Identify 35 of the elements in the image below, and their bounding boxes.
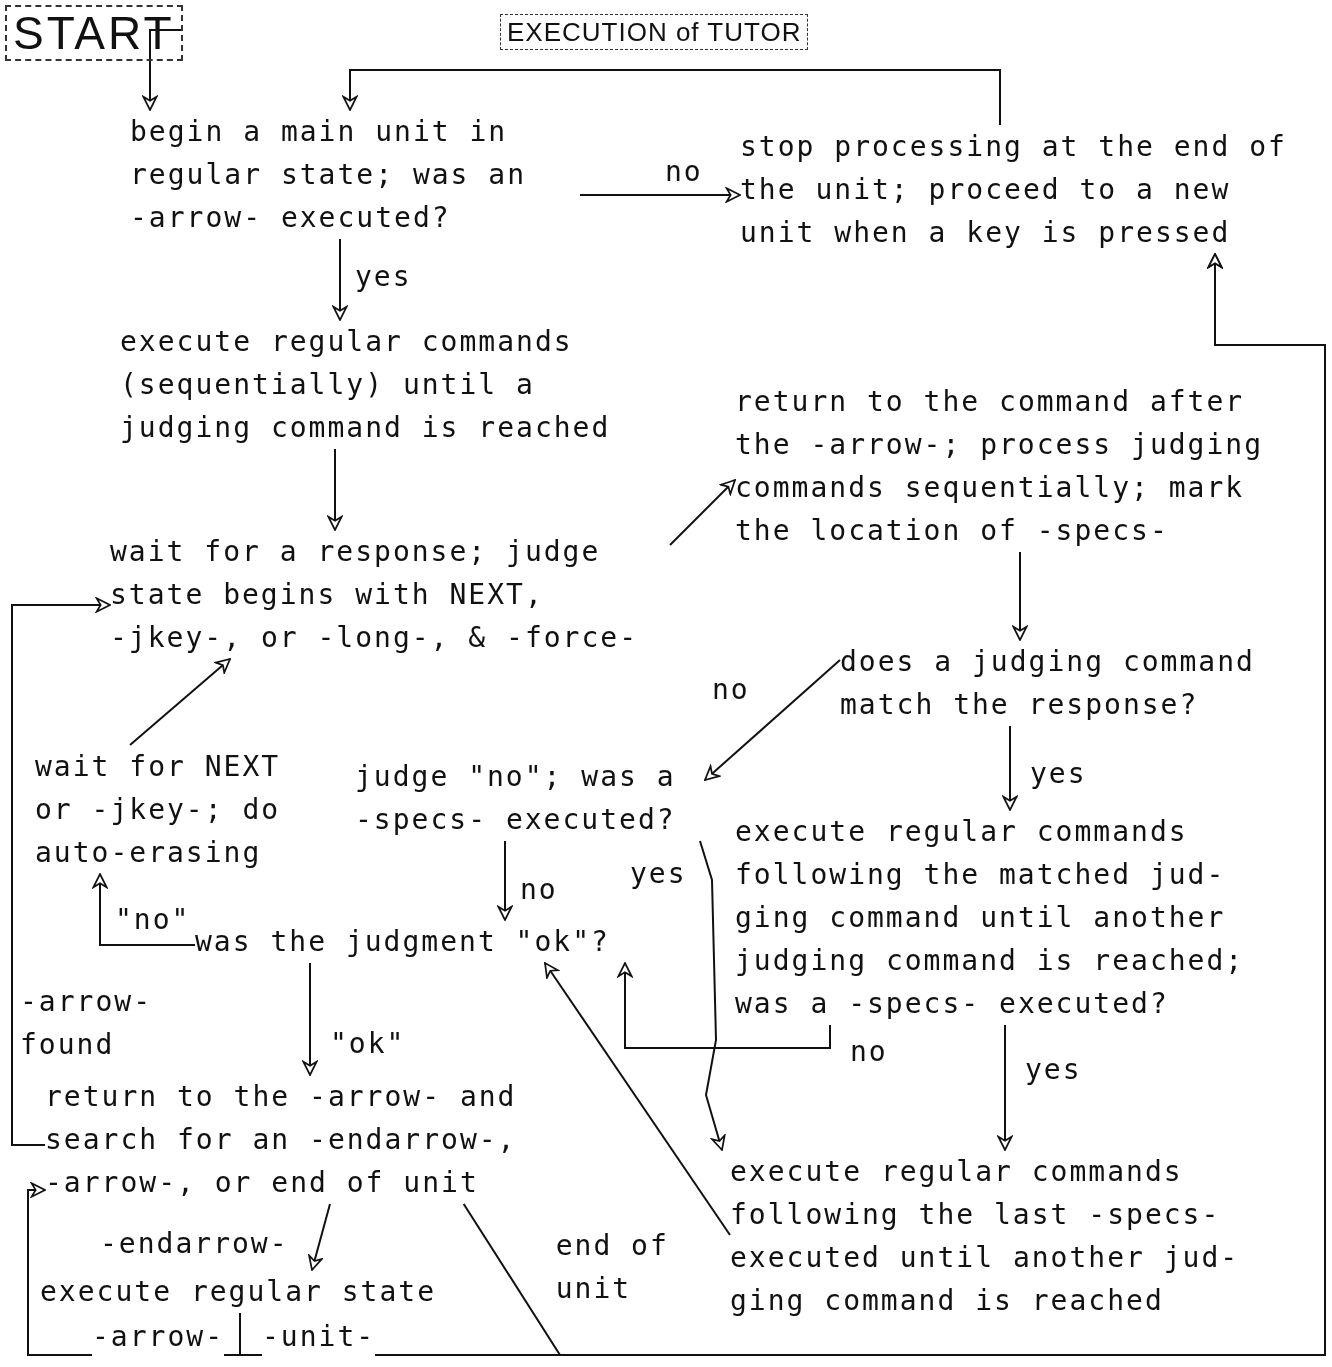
step-text: execute regular commands (sequentially) until a judging command is reached — [120, 324, 612, 446]
arrow — [11, 597, 111, 1146]
title: EXECUTION of TUTOR — [500, 14, 809, 50]
arrow — [997, 1024, 1013, 1151]
start-box: START — [5, 5, 183, 61]
step-text: execute regular state — [40, 1274, 438, 1310]
arrow — [1012, 551, 1028, 641]
step-text: stop processing at the end of the unit; proceed to a new unit when a key is pressed — [740, 129, 1288, 251]
arrow — [669, 479, 736, 546]
step-text: execute regular commands following the matched jud- ging command until another judging command is reached; was a -specs- executed? — [735, 814, 1246, 1022]
arrow — [579, 187, 741, 203]
step-text: begin a main unit in regular state; was an -arrow- executed? — [130, 114, 528, 236]
arrow — [332, 238, 348, 321]
arrow — [544, 962, 731, 1236]
arrow — [92, 873, 196, 946]
arrow — [308, 1203, 331, 1271]
arrow — [239, 253, 1326, 1356]
arrow — [704, 659, 841, 781]
arrow — [302, 962, 318, 1076]
arrow — [142, 29, 184, 111]
step-text: wait for a response; judge state begins with NEXT, -jkey-, or -long-, & -force- — [110, 534, 640, 656]
arrow — [129, 658, 231, 746]
arrow — [497, 840, 513, 921]
step-text: return to the -arrow- and search for an -endarrow-, -arrow-, or end of unit — [45, 1079, 518, 1201]
step-text: judge "no"; was a -specs- executed? — [355, 759, 677, 838]
step-text: execute regular commands following the last -specs- executed until another jud- ging command is reached — [730, 1154, 1241, 1319]
step-text: wait for NEXT or -jkey-; do auto-erasing — [35, 749, 282, 871]
step-text: return to the command after the -arrow-; process judging commands sequentially; mark the location of -specs- — [735, 384, 1265, 549]
arrow — [327, 448, 343, 531]
arrow — [699, 840, 726, 1151]
step-text: was the judgment "ok"? — [195, 924, 611, 960]
arrow — [617, 962, 831, 1049]
step-text: does a judging command match the response? — [840, 644, 1256, 723]
arrow — [342, 69, 1001, 126]
arrow — [1002, 725, 1018, 811]
